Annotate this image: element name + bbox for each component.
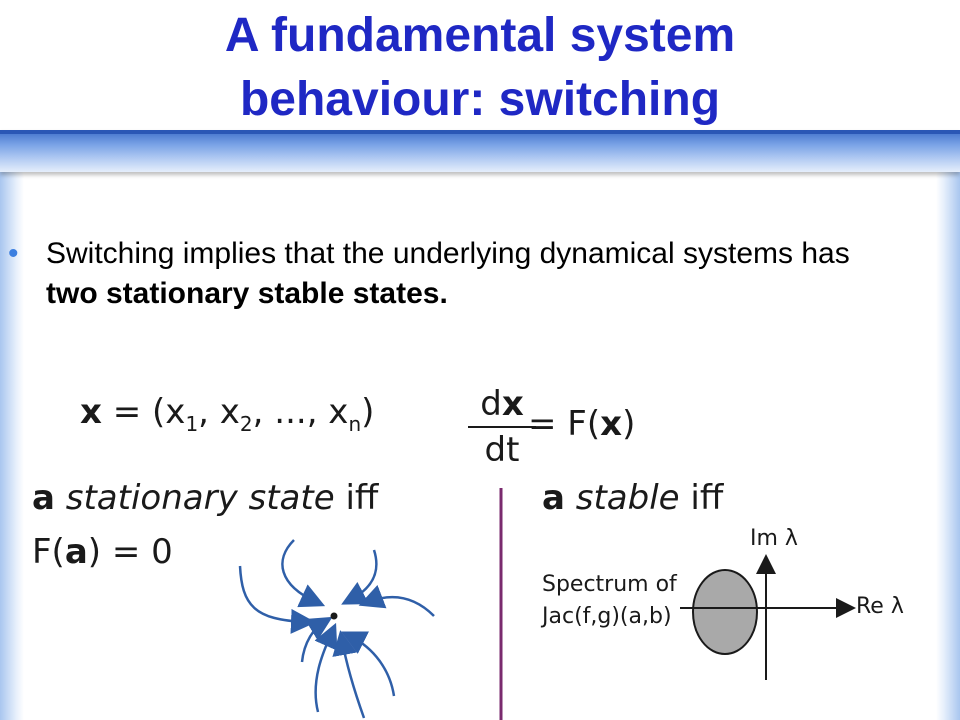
ode-rhs: = F(x) [528, 404, 635, 444]
spectrum-ellipse [692, 569, 758, 655]
title-line-1: A fundamental system [224, 9, 736, 62]
bullet-point: • Switching implies that the underlying … [8, 234, 908, 314]
sub-1: 1 [185, 411, 199, 436]
ode-rhs-x: x [600, 404, 623, 444]
trajectory-far-bottom [332, 630, 366, 719]
trajectory-bottom [314, 622, 338, 713]
title-underline-bar [0, 130, 960, 172]
bullet-text: Switching implies that the underlying dy… [46, 234, 908, 314]
ode-fraction: dx dt [462, 384, 542, 470]
stable-italic: stable [564, 478, 680, 518]
stationary-a: a [32, 478, 55, 518]
bullet-text-bold: two stationary stable states. [46, 277, 448, 310]
bullet-text-regular: Switching implies that the underlying dy… [46, 237, 850, 270]
cond-open: F( [32, 532, 65, 572]
stationary-italic: stationary state [54, 478, 335, 518]
trajectory-top-right [341, 549, 378, 605]
stable-iff: iff [679, 478, 724, 518]
stationary-point [330, 612, 338, 620]
stable-label: a stable iff [542, 478, 723, 518]
state-vector-x: x [80, 392, 102, 432]
imaginary-axis-label: Im λ [750, 526, 798, 551]
state-vector-open: = (x [101, 392, 186, 432]
title-line-2: behaviour: switching [239, 73, 721, 126]
ode-num-d: d [480, 384, 502, 424]
trajectory-bottom-left [300, 616, 333, 663]
trajectory-top [281, 539, 326, 608]
bullet-dot-icon: • [8, 237, 19, 270]
slide-title: A fundamental system behaviour: switchin… [0, 4, 960, 132]
spectrum-label-line1: Spectrum of [542, 572, 677, 597]
cond-a: a [64, 532, 88, 572]
complex-plane [680, 554, 856, 680]
state-vector-sep1: , x [198, 392, 240, 432]
cond-close: ) = 0 [87, 532, 173, 572]
ode-denominator: dt [484, 430, 520, 470]
trajectory-left [238, 565, 316, 634]
figure-drawing [238, 488, 856, 720]
ode-numerator: dx [462, 384, 542, 424]
left-gradient-border [0, 170, 24, 720]
state-vector-close: ) [361, 392, 375, 432]
stationary-condition: F(a) = 0 [32, 532, 173, 572]
stationary-iff: iff [334, 478, 379, 518]
sub-2: 2 [239, 411, 253, 436]
fraction-bar [468, 426, 536, 428]
state-vector-equation: x = (x1, x2, ..., xn) [80, 392, 374, 436]
ode-rhs-close: ) [622, 404, 636, 444]
ode-num-x: x [501, 384, 524, 424]
state-vector-sep2: , ..., x [252, 392, 349, 432]
stable-a: a [542, 478, 565, 518]
ode-rhs-open: = F( [528, 404, 601, 444]
stationary-state-label: a stationary state iff [32, 478, 378, 518]
trajectory-bottom-right [341, 631, 396, 697]
trajectory-right [358, 584, 435, 617]
real-axis-label: Re λ [856, 594, 904, 619]
math-figure: x = (x1, x2, ..., xn) dx dt = F(x) a sta… [24, 380, 936, 720]
right-gradient-border [936, 170, 960, 720]
phase-portrait [238, 539, 435, 719]
sub-n: n [348, 411, 362, 436]
spectrum-label-line2: Jac(f,g)(a,b) [542, 604, 672, 629]
